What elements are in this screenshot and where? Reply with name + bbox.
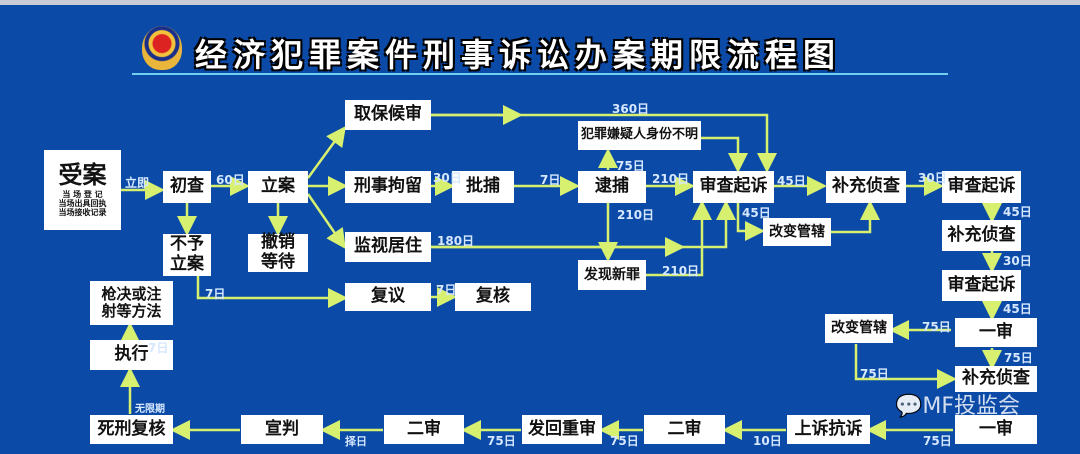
node-jianshi: 监视居住 (345, 232, 431, 262)
node-zhixing: 执行 (90, 340, 173, 370)
time-label: 30日 (918, 171, 947, 185)
node-shouan-title: 受案 (58, 161, 107, 190)
node-buchong-1: 补充侦查 (826, 171, 906, 203)
time-label: 180日 (437, 234, 475, 248)
node-shouan-sub: 当场接收记录 (58, 208, 107, 218)
time-label: 75日 (610, 434, 639, 448)
node-xuanpan: 宣判 (241, 415, 323, 444)
time-label: 7日 (148, 341, 169, 355)
time-label: 10日 (753, 434, 782, 448)
time-label: 7日 (540, 173, 561, 187)
node-yishen-1: 一审 (955, 318, 1037, 347)
node-shouan-sub: 当 场 登 记 (62, 190, 103, 200)
time-label: 30日 (1003, 254, 1032, 268)
node-buchong-2: 补充侦查 (942, 220, 1021, 251)
watermark-text: MF投监会 (922, 394, 1021, 419)
time-label: 210日 (662, 264, 700, 278)
node-ershen-2: 二审 (384, 415, 464, 444)
watermark: 💬MF投监会 (895, 388, 1020, 420)
node-qubao: 取保候审 (345, 100, 431, 130)
node-lian: 立案 (248, 171, 308, 203)
time-label: 7日 (205, 287, 226, 301)
time-label: 45日 (742, 206, 771, 220)
node-chucha: 初查 (163, 171, 211, 203)
node-buyu: 不予立案 (163, 234, 211, 276)
time-label: 45日 (1003, 205, 1032, 219)
time-label: 75日 (616, 159, 645, 173)
node-juliu: 刑事拘留 (345, 171, 431, 203)
wechat-icon: 💬 (895, 394, 923, 419)
node-guanxia-2: 改变管辖 (825, 314, 893, 343)
node-pibu: 批捕 (452, 171, 514, 203)
time-label: 45日 (777, 174, 806, 188)
page-title: 经济犯罪案件刑事诉讼办案期限流程图 (195, 36, 842, 74)
time-label: 30日 (433, 171, 462, 185)
node-yishen-2: 一审 (955, 415, 1037, 444)
time-label: 75日 (1004, 351, 1033, 365)
time-label: 210日 (617, 208, 655, 222)
time-label: 7日 (436, 283, 457, 297)
node-fuhe: 复核 (455, 283, 531, 311)
node-shencha-3: 审查起诉 (942, 270, 1021, 301)
node-xinzui: 发现新罪 (578, 260, 646, 290)
node-shouan-sub: 当场出具回执 (58, 199, 107, 209)
time-label: 75日 (923, 434, 952, 448)
node-chexiao: 撤销等待 (248, 233, 308, 272)
time-label: 75日 (860, 367, 889, 381)
time-label: 360日 (612, 102, 650, 116)
title-divider (132, 73, 948, 75)
node-shangsu: 上诉抗诉 (787, 415, 870, 444)
node-qiangjue: 枪决或注射等方法 (90, 281, 173, 325)
node-ershen-1: 二审 (644, 415, 725, 444)
time-label: 择日 (345, 435, 367, 448)
node-buchong-3: 补充侦查 (955, 366, 1037, 392)
time-label: 立即 (125, 176, 150, 190)
node-fahui: 发回重审 (522, 415, 602, 444)
node-guanxia-1: 改变管辖 (763, 218, 831, 246)
node-sixing: 死刑复核 (90, 415, 173, 444)
node-daibu: 逮捕 (578, 171, 646, 203)
node-shencha-2: 审查起诉 (942, 171, 1021, 203)
time-label: 75日 (487, 434, 516, 448)
node-shenfen: 犯罪嫌疑人身份不明 (578, 121, 701, 150)
time-label: 45日 (1003, 302, 1032, 316)
time-label: 60日 (216, 173, 245, 187)
police-emblem-icon (142, 26, 182, 70)
time-label: 210日 (652, 172, 690, 186)
node-shouan: 受案 当 场 登 记 当场出具回执 当场接收记录 (44, 150, 121, 230)
time-label: 无限期 (135, 404, 165, 415)
time-label: 75日 (922, 320, 951, 334)
node-fuyi: 复议 (345, 283, 431, 311)
node-shencha-1: 审查起诉 (693, 171, 774, 203)
